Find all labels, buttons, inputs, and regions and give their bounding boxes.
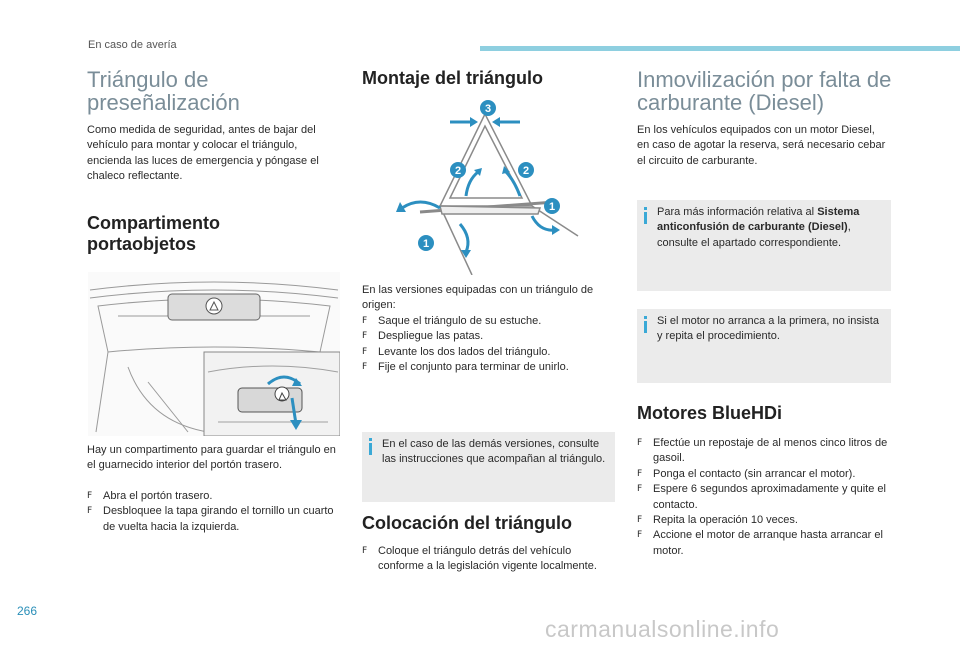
fuel-title-line1: Inmovilización por falta de bbox=[637, 67, 892, 92]
misfuel-note-text: Para más información relativa al Sistema… bbox=[657, 206, 860, 249]
placement-title: Colocación del triángulo bbox=[362, 513, 573, 533]
info-icon bbox=[644, 207, 647, 210]
misfuel-note: Para más información relativa al Sistema… bbox=[637, 200, 891, 291]
compartment-title-line2: portaobjetos bbox=[87, 234, 197, 254]
fuel-shortage-title: Inmovilización por falta de carburante (… bbox=[637, 68, 917, 114]
bullet-icon: F bbox=[637, 468, 643, 479]
tailgate-compartment-illustration bbox=[88, 272, 341, 437]
bullet-icon: F bbox=[362, 346, 368, 357]
bullet-icon: F bbox=[87, 506, 93, 517]
page-number: 266 bbox=[17, 604, 38, 618]
other-versions-note: En el caso de las demás versiones, consu… bbox=[362, 432, 615, 502]
watermark: carmanualsonline.info bbox=[545, 616, 780, 642]
triangle-section-title: Triángulo de preseñalización bbox=[87, 68, 347, 114]
restart-note-text: Si el motor no arranca a la primera, no … bbox=[657, 315, 879, 343]
callout-2-right: 2 bbox=[523, 165, 529, 177]
assembly-intro-text: En las versiones equipadas con un triáng… bbox=[362, 284, 594, 312]
section-label: En caso de avería bbox=[88, 39, 177, 51]
header-accent-bar bbox=[480, 46, 960, 51]
info-icon bbox=[644, 316, 647, 319]
compartment-title: Compartimento portaobjetos bbox=[87, 213, 347, 255]
assembly-title: Montaje del triángulo bbox=[362, 68, 544, 88]
triangle-title-line2: preseñalización bbox=[87, 90, 240, 115]
bullet-icon: F bbox=[362, 316, 368, 326]
misfuel-system-link-text: Sistema anticonfusión de carburante (Die… bbox=[657, 206, 860, 234]
restart-note: Si el motor no arranca a la primera, no … bbox=[637, 309, 891, 383]
info-icon bbox=[369, 438, 372, 441]
fuel-intro-text: En los vehículos equipados con un motor … bbox=[637, 124, 886, 167]
other-versions-note-text: En el caso de las demás versiones, consu… bbox=[382, 438, 606, 466]
triangle-assembly-illustration: 3 2 2 1 1 bbox=[380, 100, 580, 276]
safety-intro-text: Como medida de seguridad, antes de bajar… bbox=[87, 124, 319, 183]
compartment-text: Hay un compartimento para guardar el tri… bbox=[87, 444, 336, 472]
fuel-title-line2: carburante (Diesel) bbox=[637, 90, 825, 115]
callout-3: 3 bbox=[485, 103, 491, 115]
bullet-icon: F bbox=[362, 362, 368, 373]
callout-1-left: 1 bbox=[423, 238, 429, 250]
bullet-icon: F bbox=[637, 484, 643, 495]
bullet-icon: F bbox=[362, 331, 368, 342]
callout-2-left: 2 bbox=[455, 165, 461, 177]
bullet-icon: F bbox=[362, 546, 368, 556]
bullet-icon: F bbox=[87, 491, 93, 501]
triangle-title-line1: Triángulo de bbox=[87, 67, 209, 92]
bullet-icon: F bbox=[637, 515, 643, 526]
callout-1-right: 1 bbox=[549, 201, 555, 213]
bluehdi-title: Motores BlueHDi bbox=[637, 403, 783, 423]
bullet-icon: F bbox=[637, 530, 643, 541]
bullet-icon: F bbox=[637, 438, 643, 448]
compartment-title-line1: Compartimento bbox=[87, 213, 221, 233]
